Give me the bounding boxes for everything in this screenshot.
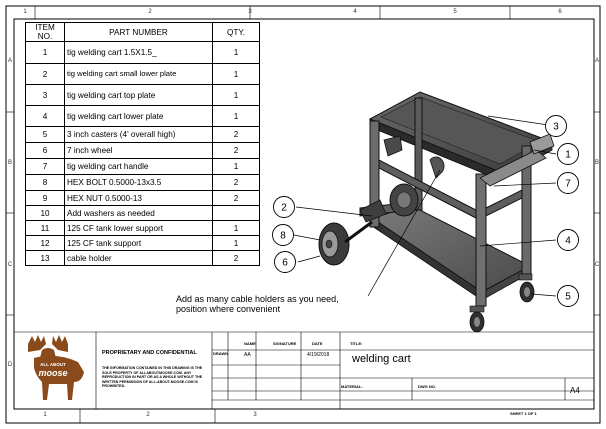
balloon-4: 4 [557, 229, 579, 251]
note-line-1: Add as many cable holders as you need, [176, 294, 339, 304]
cable-holder-note: Add as many cable holders as you need, p… [176, 294, 339, 314]
bom-row: 10 Add washers as needed [25, 205, 260, 221]
bom-qty: 1 [212, 84, 260, 106]
date-label: DATE [312, 341, 323, 346]
balloon-5: 5 [557, 285, 579, 307]
balloon-1: 1 [557, 143, 579, 165]
bom-qty: 2 [212, 142, 260, 159]
zone-label-side: D [7, 362, 13, 368]
svg-text:2: 2 [281, 203, 287, 214]
drawing-date: 4/19/2018 [307, 352, 330, 358]
logo-text-all-about: ALL ABOUT [40, 362, 66, 367]
balloon-2: 2 [273, 196, 295, 218]
zone-label-side: B [594, 160, 599, 166]
caster [518, 273, 535, 303]
zone-label-bottom: 2 [146, 412, 150, 418]
signature-label: SIGNATURE [273, 341, 297, 346]
svg-text:3: 3 [553, 122, 559, 133]
bom-row: 11 125 CF tank lower support 1 [25, 220, 260, 236]
bom-qty: 2 [212, 174, 260, 191]
svg-text:6: 6 [282, 258, 288, 269]
zone-label-side: C [7, 262, 13, 268]
zone-label-top: 1 [23, 9, 27, 15]
note-line-2: position where convenient [176, 304, 281, 314]
bom-row: 4 tig welding cart lower plate 1 [25, 105, 260, 127]
drawn-name: AA [244, 352, 251, 358]
bom-row: 13 cable holder 2 [25, 250, 260, 266]
bill-of-materials-table: ITEM NO. PART NUMBER QTY. 1 tig welding … [25, 22, 260, 266]
seven-inch-wheel [318, 220, 373, 266]
bom-row: 6 7 inch wheel 2 [25, 142, 260, 159]
balloon-3: 3 [545, 115, 567, 137]
logo-text-moose: moose [38, 368, 68, 378]
sheet-number: SHEET 1 OF 1 [510, 411, 537, 416]
proprietary-heading: PROPRIETARY AND CONFIDENTIAL [102, 350, 197, 356]
drawing-title: welding cart [352, 353, 411, 365]
zone-label-bottom: 3 [253, 412, 257, 418]
svg-text:1: 1 [565, 150, 571, 161]
bom-header-qty: QTY. [212, 22, 260, 42]
dwg-no-label: DWG NO. [418, 384, 436, 389]
bom-row: 3 tig welding cart top plate 1 [25, 84, 260, 106]
tank-support [359, 183, 419, 223]
bom-part-number: cable holder [64, 250, 213, 266]
cable-holder [383, 135, 445, 179]
leader-lines [293, 115, 557, 297]
zone-label-top: 5 [453, 9, 457, 15]
bom-qty: 2 [212, 250, 260, 266]
sheet-size: A4 [570, 386, 580, 395]
title-label: TITLE: [350, 341, 363, 346]
zone-label-side: B [7, 160, 12, 166]
handle [479, 133, 555, 187]
proprietary-text: THE INFORMATION CONTAINED IN THIS DRAWIN… [102, 366, 203, 389]
zone-label-side: A [594, 58, 599, 64]
svg-text:5: 5 [565, 292, 571, 303]
balloon-6: 6 [274, 251, 296, 273]
material-label: MATERIAL: [341, 384, 363, 389]
balloon-8: 8 [272, 224, 294, 246]
zone-label-side: C [594, 262, 600, 268]
zone-label-side: A [7, 58, 12, 64]
svg-text:8: 8 [280, 231, 286, 242]
balloon-7: 7 [557, 172, 579, 194]
moose-logo [28, 335, 84, 400]
name-label: NAME [244, 341, 256, 346]
drawn-label: DRAWN [213, 351, 229, 356]
bom-qty: 1 [212, 235, 260, 251]
svg-text:7: 7 [565, 179, 571, 190]
bom-row: 7 tig welding cart handle 1 [25, 158, 260, 175]
zone-label-top: 3 [248, 9, 252, 15]
svg-text:4: 4 [565, 236, 571, 247]
zone-label-top: 6 [558, 9, 562, 15]
bom-row: 9 HEX NUT 0.5000-13 2 [25, 190, 260, 206]
zone-label-top: 2 [148, 9, 152, 15]
caster [469, 305, 485, 333]
zone-label-bottom: 1 [43, 412, 47, 418]
bom-header-item-no: ITEM NO. [25, 22, 65, 42]
zone-label-top: 4 [353, 9, 357, 15]
